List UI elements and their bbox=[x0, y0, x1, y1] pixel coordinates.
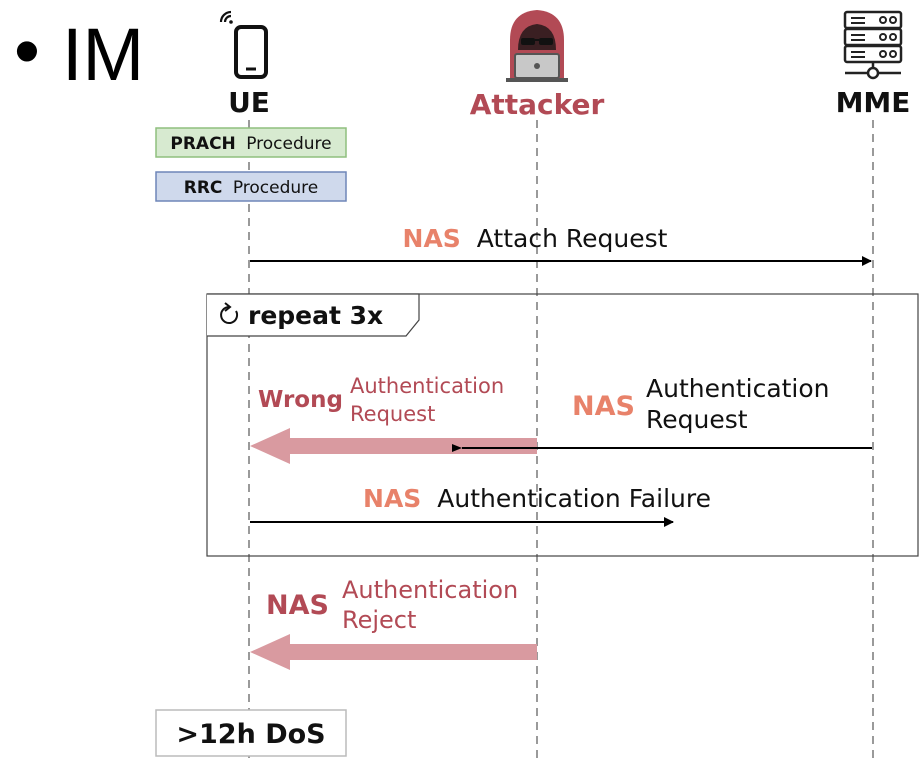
auth-reject-prefix: NAS bbox=[266, 590, 329, 621]
svg-text:NAS Authentication Failu: NAS Authentication Failure bbox=[363, 484, 711, 513]
wrong-auth-arrow bbox=[250, 428, 537, 464]
attach-text: Attach Request bbox=[477, 224, 668, 253]
wrong-line1: Authentication bbox=[350, 374, 504, 398]
dos-label: >12h DoS bbox=[176, 719, 325, 750]
svg-text:RRC Procedure: RRC Procedure bbox=[184, 178, 319, 198]
ue-label: UE bbox=[228, 86, 270, 119]
svg-text:PRACH Procedure: PRACH Procedure bbox=[170, 134, 331, 154]
auth-failure-text: Authentication Failure bbox=[437, 484, 711, 513]
auth-request-line1: Authentication bbox=[646, 374, 830, 403]
wrong-prefix: Wrong bbox=[258, 387, 343, 413]
loop-icon bbox=[220, 302, 239, 324]
rrc-procedure-box: RRC Procedure bbox=[155, 171, 347, 202]
loop-label: repeat 3x bbox=[248, 301, 383, 330]
wrong-line2: Request bbox=[350, 402, 435, 426]
auth-failure-message: NAS Authentication Failure bbox=[250, 484, 711, 527]
server-rack-icon bbox=[843, 10, 903, 80]
dos-result-box: >12h DoS bbox=[155, 709, 347, 757]
slide-bullet: • bbox=[14, 9, 40, 92]
attacker-actor: Attacker bbox=[470, 10, 605, 121]
hooded-hacker-icon bbox=[506, 10, 568, 82]
prach-rest-label: Procedure bbox=[246, 134, 331, 154]
mme-label: MME bbox=[836, 86, 911, 119]
slide-heading: IM bbox=[62, 13, 144, 96]
prach-bold-label: PRACH bbox=[170, 134, 235, 154]
auth-reject-message: NAS Authentication Reject bbox=[250, 576, 537, 670]
auth-failure-prefix: NAS bbox=[363, 484, 421, 513]
rrc-bold-label: RRC bbox=[184, 178, 223, 198]
svg-text:NAS Attach Request: NAS Attach Request bbox=[403, 224, 668, 253]
auth-reject-line2: Reject bbox=[342, 606, 416, 634]
mme-actor: MME bbox=[836, 10, 911, 119]
ue-actor: UE bbox=[219, 10, 270, 119]
rrc-rest-label: Procedure bbox=[233, 178, 318, 198]
wrong-auth-request-message: Wrong Authentication Request bbox=[250, 374, 537, 464]
prach-procedure-box: PRACH Procedure bbox=[155, 127, 347, 158]
attach-prefix: NAS bbox=[403, 224, 461, 253]
smartphone-icon bbox=[219, 10, 268, 79]
repeat-loop-frame: repeat 3x bbox=[206, 293, 919, 557]
auth-request-prefix: NAS bbox=[572, 391, 635, 422]
auth-reject-line1: Authentication bbox=[342, 576, 518, 604]
auth-reject-arrow bbox=[250, 634, 537, 670]
auth-request-line2: Request bbox=[646, 405, 748, 434]
attach-request-message: NAS Attach Request bbox=[250, 224, 872, 266]
auth-request-message: NAS Authentication Request bbox=[452, 374, 872, 452]
attacker-label: Attacker bbox=[470, 88, 605, 121]
